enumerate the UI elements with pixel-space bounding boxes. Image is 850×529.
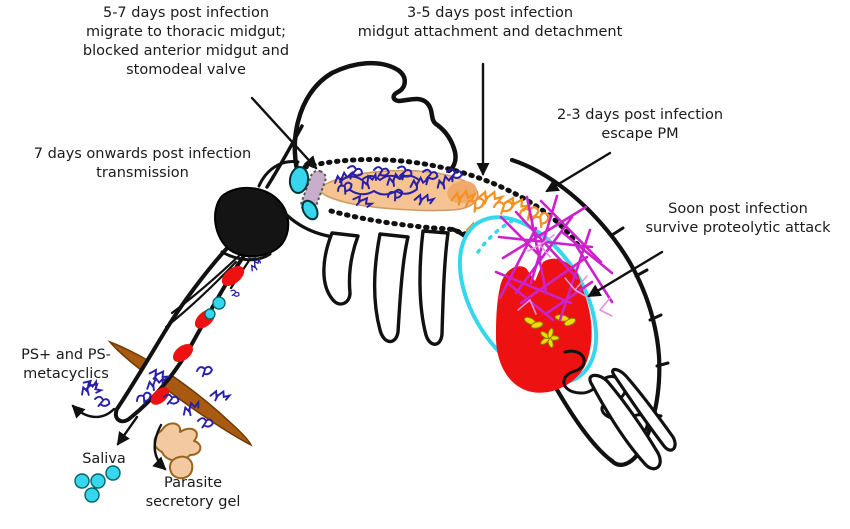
proboscis [113, 238, 260, 424]
annotation-survive-proteolytic: Soon post infection survive proteolytic … [612, 200, 850, 238]
annotation-line: metacyclics [23, 366, 109, 382]
annotation-saliva: Saliva [64, 450, 144, 469]
annotation-line: 2-3 days post infection [556, 107, 724, 123]
annotation-line: PS+ and PS- [21, 347, 111, 363]
annotation-line: survive proteolytic attack [645, 220, 831, 236]
wing-tips [588, 367, 677, 471]
salivary-glands [288, 166, 319, 221]
annotation-line: 3-5 days post infection [406, 5, 574, 21]
annotation-line: stomodeal valve [126, 62, 246, 78]
saliva-droplets [74, 465, 121, 503]
annotation-arrows [71, 62, 664, 471]
eye [214, 187, 290, 258]
pm-escape-dashed [476, 218, 516, 254]
annotation-line: midgut attachment and detachment [357, 24, 623, 40]
arrow-gel [152, 423, 167, 471]
annotation-secretory-gel: Parasite secretory gel [128, 474, 258, 512]
annotation-transmission: 7 days onwards post infection transmissi… [10, 145, 275, 183]
arrow-escape-pm [545, 151, 612, 193]
annotation-migrate-blocked: 5-7 days post infection migrate to thora… [30, 4, 342, 80]
arrow-saliva [116, 415, 139, 446]
annotation-midgut-attachment: 3-5 days post infection midgut attachmen… [330, 4, 650, 42]
thorax-outline [292, 60, 458, 183]
annotation-line: blocked anterior midgut and [82, 43, 290, 59]
annotation-line: escape PM [601, 126, 679, 142]
blood-droplets [150, 266, 245, 405]
annotation-metacyclics: PS+ and PS- metacyclics [10, 346, 122, 384]
parasites-pink [517, 234, 613, 317]
arrow-metacyclics [71, 404, 116, 419]
annotation-line: transmission [96, 165, 189, 181]
parasites-blue-thoracic [228, 163, 464, 299]
annotation-line: Saliva [82, 451, 126, 467]
secretory-gel [153, 422, 202, 480]
annotation-line: Parasite [163, 475, 222, 491]
annotation-line: secretory gel [145, 494, 241, 510]
arrow-proteolytic [587, 250, 664, 298]
annotation-escape-pm: 2-3 days post infection escape PM [520, 106, 760, 144]
annotation-line: 5-7 days post infection [102, 5, 270, 21]
thorax [273, 60, 458, 240]
legs [322, 229, 450, 346]
arrow-stomodeal-valve [250, 96, 318, 170]
annotation-line: 7 days onwards post infection [33, 146, 252, 162]
annotation-line: Soon post infection [668, 201, 808, 217]
annotation-line: migrate to thoracic midgut; [85, 24, 287, 40]
